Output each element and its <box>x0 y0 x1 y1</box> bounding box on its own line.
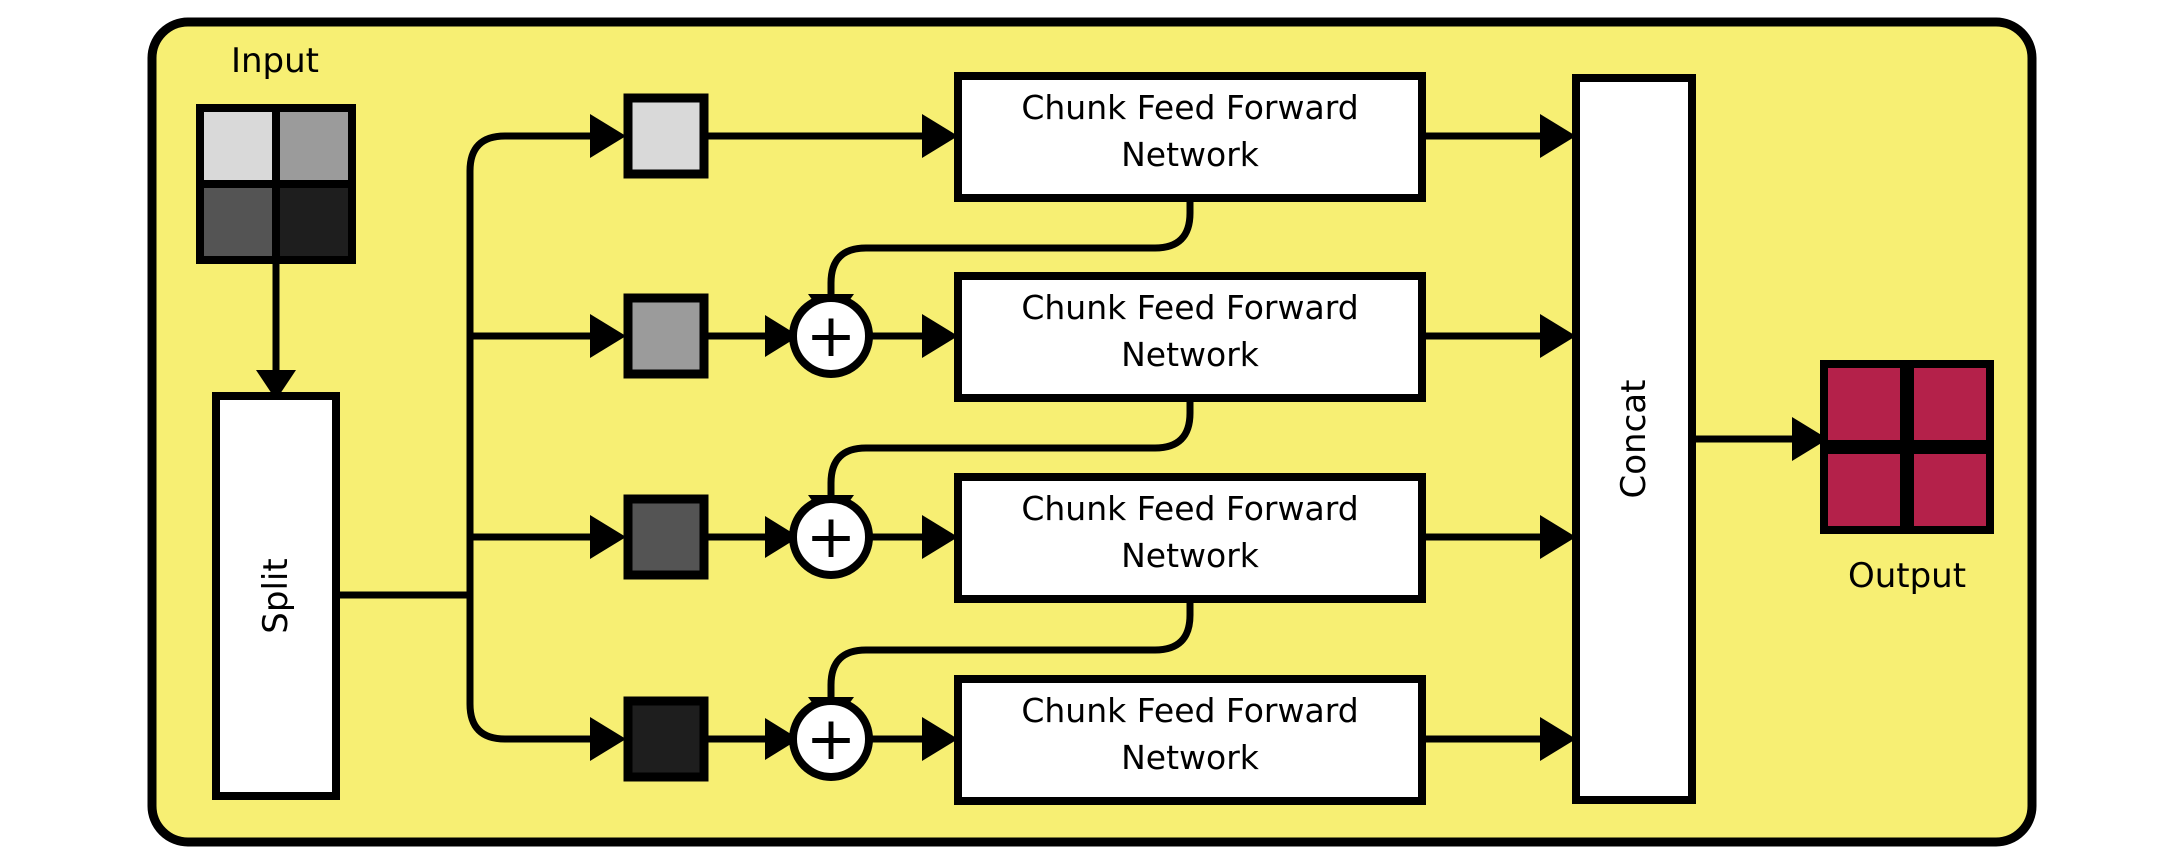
output-feature-map <box>1820 360 1994 534</box>
skip-connection-1 <box>827 198 1194 296</box>
cffn-box-3[interactable] <box>954 473 1426 603</box>
split-block[interactable]: Split <box>212 392 340 800</box>
input-label: Input <box>231 41 319 81</box>
arrowhead-adder4-to-cffn4 <box>922 717 958 761</box>
adder-plus-2: + <box>806 301 856 371</box>
split-label: Split <box>256 558 296 633</box>
chunk-square-2 <box>623 293 709 379</box>
adder-3: + <box>789 495 873 579</box>
arrowhead-cffn3-to-concat <box>1540 515 1576 559</box>
cffn-label-3-line1: Chunk Feed Forward <box>1021 489 1358 528</box>
arrowhead-cffn2-to-concat <box>1540 314 1576 358</box>
arrowhead-chunk1-to-cffn1 <box>922 114 958 158</box>
arrowhead-branch-3 <box>590 515 626 559</box>
output-cell-tl <box>1820 360 1908 448</box>
cffn-block-2[interactable]: Chunk Feed Forward Network <box>954 272 1426 402</box>
diagram-frame <box>147 17 2037 847</box>
concat-label: Concat <box>1614 380 1654 499</box>
arrowhead-branch-2 <box>590 314 626 358</box>
input-feature-map <box>196 104 356 264</box>
arrowhead-cffn1-to-concat <box>1540 114 1576 158</box>
cffn-label-4-line1: Chunk Feed Forward <box>1021 691 1358 730</box>
cffn-label-2-line2: Network <box>1121 335 1260 374</box>
output-label: Output <box>1848 556 1966 596</box>
cffn-box-2[interactable] <box>954 272 1426 402</box>
arrowhead-adder3-to-cffn3 <box>922 515 958 559</box>
input-cell-tr <box>272 104 356 188</box>
cffn-label-4-line2: Network <box>1121 738 1260 777</box>
cffn-box-4[interactable] <box>954 675 1426 805</box>
arrowhead-cffn4-to-concat <box>1540 717 1576 761</box>
cffn-block-3[interactable]: Chunk Feed Forward Network <box>954 473 1426 603</box>
cffn-block-1[interactable]: Chunk Feed Forward Network <box>954 72 1426 202</box>
chunk-square-4 <box>623 696 709 782</box>
split-bus-vertical-lower <box>466 595 592 743</box>
chunk-square-1 <box>623 93 709 179</box>
arrowhead-chunk3-to-adder3 <box>765 516 799 558</box>
output-cell-bl <box>1820 446 1908 534</box>
cffn-label-3-line2: Network <box>1121 536 1260 575</box>
output-cell-tr <box>1906 360 1994 448</box>
split-bus-vertical <box>466 132 592 595</box>
adder-plus-4: + <box>806 704 856 774</box>
input-cell-tl <box>196 104 280 188</box>
cffn-label-1-line2: Network <box>1121 135 1260 174</box>
output-cell-br <box>1906 446 1994 534</box>
arrowhead-chunk4-to-adder4 <box>765 718 799 760</box>
arrowhead-input-to-split <box>256 370 296 400</box>
cffn-label-1-line1: Chunk Feed Forward <box>1021 88 1358 127</box>
cffn-label-2-line1: Chunk Feed Forward <box>1021 288 1358 327</box>
concat-block[interactable]: Concat <box>1572 74 1696 804</box>
input-cell-bl <box>196 180 280 264</box>
skip-connection-2 <box>827 398 1194 497</box>
skip-connection-3 <box>827 599 1194 699</box>
concat-box[interactable] <box>1572 74 1696 804</box>
arrowhead-chunk2-to-adder2 <box>765 315 799 357</box>
arrowhead-concat-to-output <box>1792 417 1828 461</box>
cffn-block-4[interactable]: Chunk Feed Forward Network <box>954 675 1426 805</box>
adder-2: + <box>789 294 873 378</box>
arrowhead-adder2-to-cffn2 <box>922 314 958 358</box>
input-cell-br <box>272 180 356 264</box>
adder-plus-3: + <box>806 502 856 572</box>
arrowhead-branch-1 <box>590 114 626 158</box>
chunk-square-3 <box>623 494 709 580</box>
adder-4: + <box>789 697 873 781</box>
arrowhead-branch-4 <box>590 717 626 761</box>
